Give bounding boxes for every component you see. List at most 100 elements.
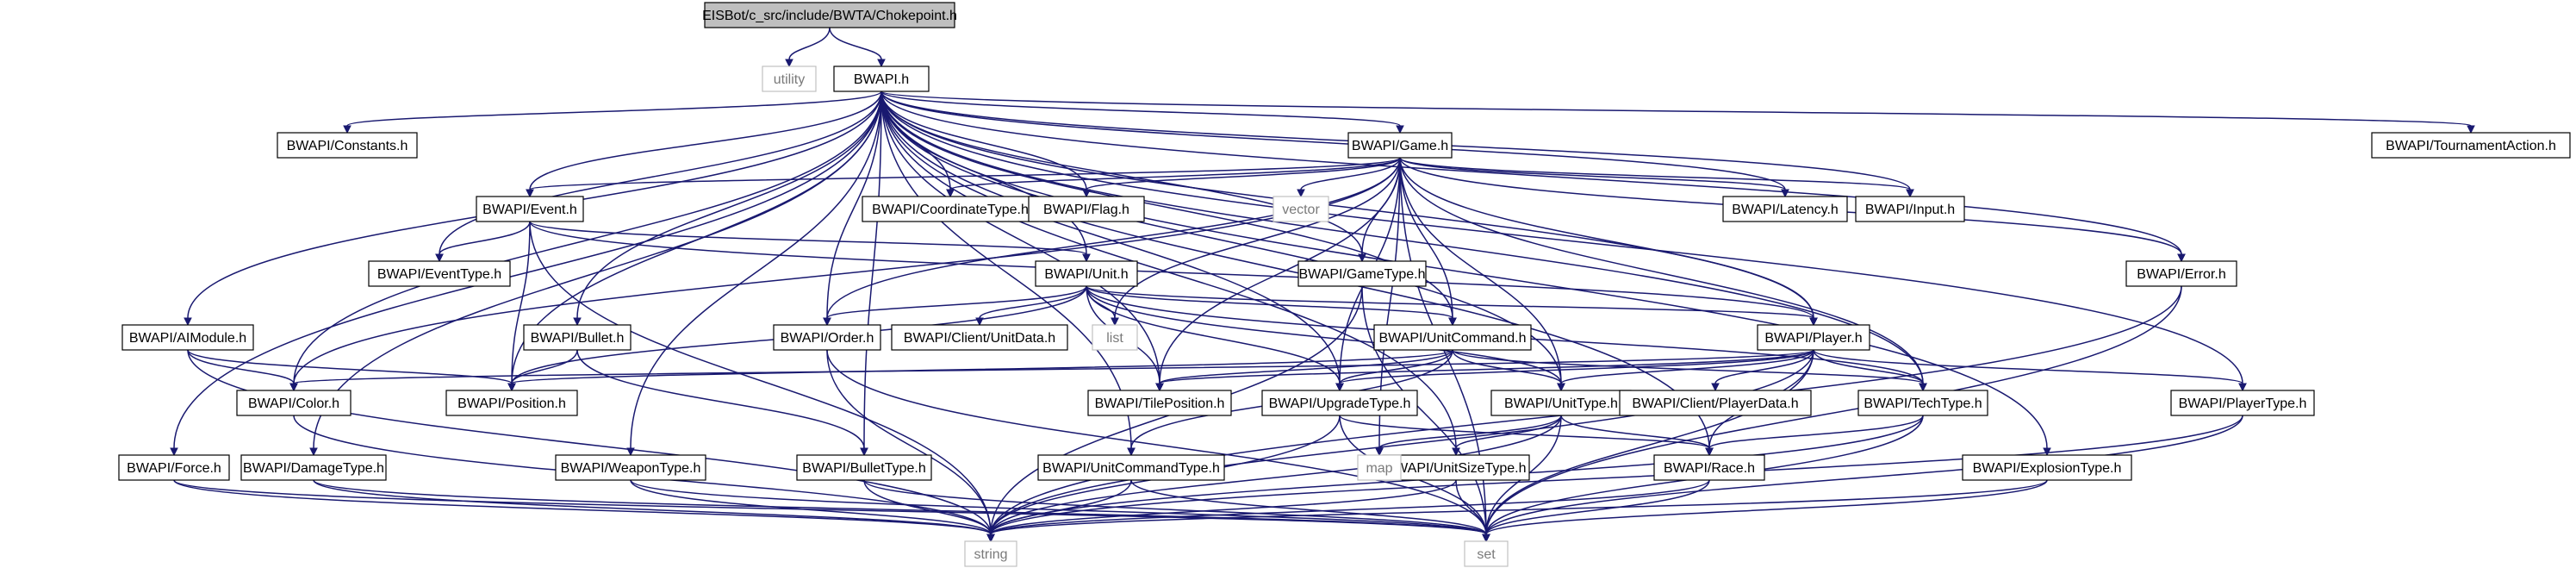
node-constants[interactable]: BWAPI/Constants.h <box>277 132 418 159</box>
edge-force-to-set <box>173 479 1490 543</box>
edge-bwapi-to-damagetype <box>309 91 882 457</box>
node-label: map <box>1366 461 1392 476</box>
node-label: BWAPI/Client/UnitData.h <box>904 331 1055 346</box>
node-label: BWAPI/EventType.h <box>377 267 501 282</box>
node-aimodule[interactable]: BWAPI/AIModule.h <box>121 324 254 351</box>
node-playerdata[interactable]: BWAPI/Client/PlayerData.h <box>1619 390 1812 416</box>
edge-bwapi-to-force <box>170 91 882 457</box>
node-input[interactable]: BWAPI/Input.h <box>1855 196 1965 222</box>
edge-bwapi-to-tournament <box>880 91 2475 134</box>
node-chokepoint[interactable]: EISBot/c_src/include/BWTA/Chokepoint.h <box>702 2 957 28</box>
edge-unit-to-unitdata <box>975 285 1087 327</box>
edge-game-to-input <box>1399 157 1914 198</box>
node-list: list <box>1092 324 1138 351</box>
edge-upgradetype-to-race <box>1339 415 1714 457</box>
node-label: vector <box>1282 203 1320 217</box>
node-label: BWAPI/Force.h <box>127 461 221 476</box>
node-label: BWAPI/Position.h <box>457 396 566 411</box>
node-label: BWAPI/Event.h <box>482 203 577 217</box>
node-unittype[interactable]: BWAPI/UnitType.h <box>1490 390 1632 416</box>
edge-game-to-coordtype <box>946 157 1401 198</box>
node-label: BWAPI/WeaponType.h <box>561 461 701 476</box>
node-gametype[interactable]: BWAPI/GameType.h <box>1297 260 1427 287</box>
node-tournament[interactable]: BWAPI/TournamentAction.h <box>2371 132 2571 159</box>
node-weapontype[interactable]: BWAPI/WeaponType.h <box>555 454 706 481</box>
edge-chokepoint-to-utility <box>785 27 831 68</box>
node-label: BWAPI/UpgradeType.h <box>1269 396 1411 411</box>
node-bullet[interactable]: BWAPI/Bullet.h <box>523 324 632 351</box>
node-unitcommand[interactable]: BWAPI/UnitCommand.h <box>1373 324 1532 351</box>
edge-bullet-to-position <box>507 349 578 392</box>
node-label: BWAPI/CoordinateType.h <box>872 203 1029 217</box>
edge-aimodule-to-string <box>187 349 995 543</box>
edge-bwapi-to-bullettype <box>860 91 882 457</box>
edge-player-to-upgradetype <box>1335 349 1814 392</box>
node-position[interactable]: BWAPI/Position.h <box>445 390 578 416</box>
node-playertype[interactable]: BWAPI/PlayerType.h <box>2170 390 2315 416</box>
edge-unit-to-unitcommand <box>1086 285 1457 327</box>
node-color[interactable]: BWAPI/Color.h <box>236 390 352 416</box>
node-force[interactable]: BWAPI/Force.h <box>118 454 230 481</box>
edge-unittype-to-race <box>1560 415 1714 457</box>
node-explosiontype[interactable]: BWAPI/ExplosionType.h <box>1962 454 2132 481</box>
node-label: BWAPI/Bullet.h <box>531 331 625 346</box>
edge-event-to-eventtype <box>435 221 531 263</box>
node-map: map <box>1357 454 1402 481</box>
edge-chokepoint-to-bwapi <box>829 27 886 68</box>
node-coordtype[interactable]: BWAPI/CoordinateType.h <box>862 196 1039 222</box>
node-techtype[interactable]: BWAPI/TechType.h <box>1857 390 1988 416</box>
node-damagetype[interactable]: BWAPI/DamageType.h <box>240 454 387 481</box>
node-unit[interactable]: BWAPI/Unit.h <box>1035 260 1138 287</box>
node-player[interactable]: BWAPI/Player.h <box>1757 324 1870 351</box>
node-label: BWAPI/PlayerType.h <box>2179 396 2307 411</box>
node-latency[interactable]: BWAPI/Latency.h <box>1722 196 1848 222</box>
edge-explosiontype-to-string <box>986 479 2048 543</box>
node-label: BWAPI/Client/PlayerData.h <box>1632 396 1798 411</box>
node-label: BWAPI/DamageType.h <box>243 461 384 476</box>
node-label: BWAPI/ExplosionType.h <box>1973 461 2122 476</box>
node-order[interactable]: BWAPI/Order.h <box>773 324 881 351</box>
node-upgradetype[interactable]: BWAPI/UpgradeType.h <box>1261 390 1418 416</box>
edge-player-to-playertype <box>1813 349 2247 392</box>
node-label: BWAPI/UnitCommand.h <box>1378 331 1526 346</box>
node-bullettype[interactable]: BWAPI/BulletType.h <box>796 454 932 481</box>
node-label: BWAPI/Unit.h <box>1044 267 1128 282</box>
node-label: BWAPI/Latency.h <box>1732 203 1839 217</box>
edge-game-to-flag <box>1082 157 1401 198</box>
node-label: BWAPI/Flag.h <box>1043 203 1129 217</box>
node-flag[interactable]: BWAPI/Flag.h <box>1028 196 1145 222</box>
node-eventtype[interactable]: BWAPI/EventType.h <box>368 260 511 287</box>
edge-player-to-techtype <box>1813 349 1927 392</box>
node-tileposition[interactable]: BWAPI/TilePosition.h <box>1087 390 1232 416</box>
node-game[interactable]: BWAPI/Game.h <box>1347 132 1453 159</box>
edge-aimodule-to-color <box>187 349 298 392</box>
node-utility: utility <box>762 66 817 92</box>
node-label: BWAPI/TechType.h <box>1864 396 1982 411</box>
node-label: BWAPI/Input.h <box>1865 203 1955 217</box>
node-label: BWAPI/AIModule.h <box>129 331 246 346</box>
edge-game-to-player <box>1399 157 1818 327</box>
edge-unitcommand-to-techtype <box>1452 349 1927 392</box>
edge-player-to-color <box>289 349 1814 392</box>
node-label: utility <box>774 72 805 87</box>
edge-game-to-vector <box>1297 157 1401 198</box>
edge-explosiontype-to-set <box>1482 479 2048 543</box>
node-label: BWAPI/UnitCommandType.h <box>1042 461 1220 476</box>
edge-player-to-tileposition <box>1155 349 1814 392</box>
node-bwapi[interactable]: BWAPI.h <box>833 66 930 92</box>
node-unitdata[interactable]: BWAPI/Client/UnitData.h <box>891 324 1068 351</box>
node-event[interactable]: BWAPI/Event.h <box>476 196 584 222</box>
node-unitsizetype[interactable]: BWAPI/UnitSizeType.h <box>1382 454 1530 481</box>
edge-game-to-latency <box>1399 157 1789 198</box>
node-error[interactable]: BWAPI/Error.h <box>2125 260 2237 287</box>
edge-bwapi-to-playertype <box>880 91 2247 392</box>
edge-bwapi-to-game <box>880 91 1404 134</box>
edge-bwapi-to-bullet <box>573 91 882 327</box>
node-race[interactable]: BWAPI/Race.h <box>1653 454 1765 481</box>
node-label: BWAPI/Error.h <box>2137 267 2225 282</box>
node-unitcmdtype[interactable]: BWAPI/UnitCommandType.h <box>1037 454 1225 481</box>
node-label: string <box>974 547 1007 562</box>
node-label: BWAPI/Race.h <box>1664 461 1755 476</box>
edge-unitcmdtype-to-string <box>986 479 1132 543</box>
